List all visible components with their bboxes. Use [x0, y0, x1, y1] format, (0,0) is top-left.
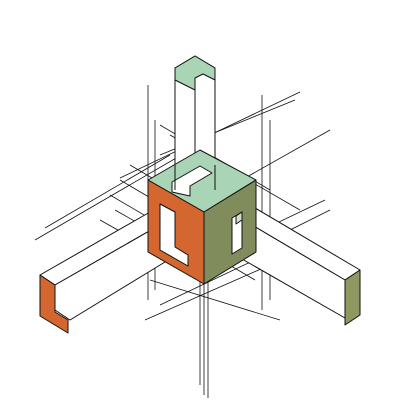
left-arm-end-cap — [39, 274, 69, 334]
right-arm-end-cap — [344, 269, 361, 326]
top-pillar-cap — [174, 55, 216, 91]
construction-line — [149, 279, 281, 321]
central-cube — [147, 149, 257, 285]
construction-line — [159, 254, 266, 306]
pillar-through-cube — [174, 165, 216, 190]
construction-line — [44, 154, 171, 229]
cube-right-slot-shadow — [235, 211, 243, 225]
cube-right-face — [203, 179, 257, 285]
right-arm — [234, 204, 361, 326]
construction-line — [144, 264, 271, 321]
cube-top-notch — [171, 165, 213, 197]
left-arm — [39, 211, 166, 334]
construction-line — [34, 149, 191, 241]
cube-left-cutout — [159, 203, 189, 267]
